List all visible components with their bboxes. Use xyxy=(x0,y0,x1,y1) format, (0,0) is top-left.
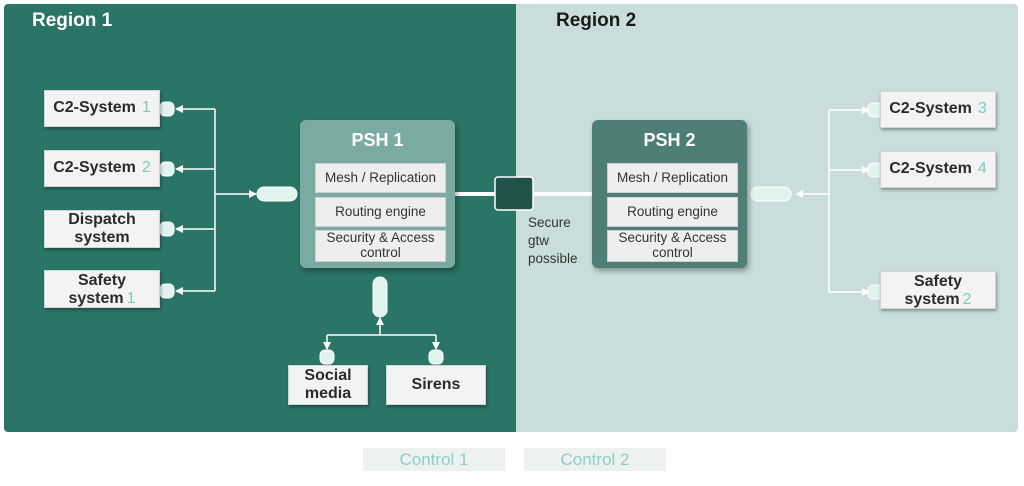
dispatch-connector xyxy=(159,221,175,237)
dispatch-system[interactable]: Dispatch system xyxy=(44,210,160,248)
dispatch-system-label: Dispatch system xyxy=(68,210,136,246)
c2-2-connector xyxy=(159,161,175,177)
psh1-bottom-port xyxy=(372,276,388,318)
psh-1-security-access: Security & Access control xyxy=(315,230,446,262)
social-media-label: Social media xyxy=(304,366,352,402)
safety-system-2-label: Safety system xyxy=(904,273,963,309)
c2-system-4[interactable]: C2-System 4 xyxy=(880,151,996,188)
c2-system-1[interactable]: C2-System 1 xyxy=(44,90,160,127)
safety-system-1-label: Safety system xyxy=(68,272,127,308)
c2-system-2-number: 2 xyxy=(141,159,151,177)
secure-gateway-label: Secure gtw possible xyxy=(528,215,578,266)
psh-2-title: PSH 2 xyxy=(643,130,696,150)
safety-system-2-number: 2 xyxy=(962,291,972,309)
psh-2-box[interactable]: PSH 2 Mesh / Replication Routing engine … xyxy=(592,120,747,268)
safety-1-connector xyxy=(159,283,175,299)
psh-1-title: PSH 1 xyxy=(351,130,404,150)
psh-1-box[interactable]: PSH 1 Mesh / Replication Routing engine … xyxy=(300,120,455,268)
c2-1-connector xyxy=(159,101,175,117)
c2-system-3-number: 3 xyxy=(977,100,987,118)
control-1-button[interactable]: Control 1 xyxy=(363,448,505,471)
control-2-button[interactable]: Control 2 xyxy=(524,448,666,471)
c2-system-2[interactable]: C2-System 2 xyxy=(44,150,160,187)
sirens-connector xyxy=(428,349,444,365)
c2-system-4-number: 4 xyxy=(977,160,987,178)
psh1-left-port xyxy=(256,186,298,202)
c2-system-4-label: C2-System xyxy=(889,160,972,178)
psh-2-routing-engine: Routing engine xyxy=(607,197,738,227)
c2-system-3-label: C2-System xyxy=(889,100,972,118)
region-2-title: Region 2 xyxy=(556,10,637,31)
sirens-label: Sirens xyxy=(411,375,461,393)
social-media[interactable]: Social media xyxy=(288,365,368,405)
psh2-right-port xyxy=(750,186,792,202)
c2-system-1-number: 1 xyxy=(141,99,151,117)
psh-1-routing-engine: Routing engine xyxy=(315,197,446,227)
psh-2-security-access: Security & Access control xyxy=(607,230,738,262)
c2-system-3[interactable]: C2-System 3 xyxy=(880,91,996,128)
safety-system-1-number: 1 xyxy=(126,290,136,308)
region-1-title: Region 1 xyxy=(32,10,113,31)
c2-system-2-label: C2-System xyxy=(53,159,136,177)
secure-gateway-square xyxy=(494,176,534,211)
psh-2-mesh-replication: Mesh / Replication xyxy=(607,163,738,193)
psh-1-mesh-replication: Mesh / Replication xyxy=(315,163,446,193)
social-media-connector xyxy=(319,349,335,365)
c2-system-1-label: C2-System xyxy=(53,99,136,117)
sirens[interactable]: Sirens xyxy=(386,365,486,405)
